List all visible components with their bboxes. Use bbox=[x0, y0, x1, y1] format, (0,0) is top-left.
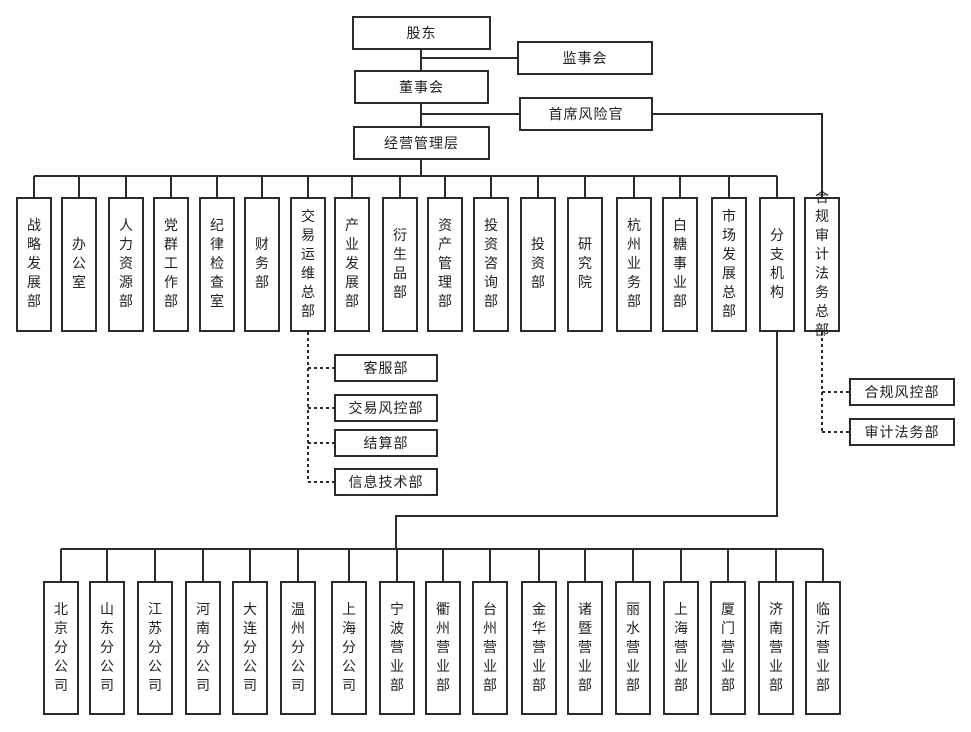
department-box: 财务部 bbox=[244, 197, 280, 332]
trading-ops-subunit-box: 结算部 bbox=[334, 429, 438, 457]
department-box: 战略发展部 bbox=[16, 197, 52, 332]
compliance-subunit-box: 合规风控部 bbox=[849, 378, 955, 406]
branch-box: 上海营业部 bbox=[663, 581, 699, 715]
branch-box: 厦门营业部 bbox=[710, 581, 746, 715]
department-box: 投资部 bbox=[520, 197, 556, 332]
branch-box: 金华营业部 bbox=[521, 581, 557, 715]
trading-ops-subunit-box: 客服部 bbox=[334, 354, 438, 382]
department-box: 分支机构 bbox=[759, 197, 795, 332]
supervisory-board-box: 监事会 bbox=[517, 41, 653, 75]
department-box: 纪律检查室 bbox=[199, 197, 235, 332]
compliance-subunit-box: 审计法务部 bbox=[849, 418, 955, 446]
department-box: 合规审计法务总部 bbox=[804, 190, 840, 339]
department-box: 杭州业务部 bbox=[616, 197, 652, 332]
department-box: 交易运维总部 bbox=[290, 197, 326, 332]
branch-box: 大连分公司 bbox=[232, 581, 268, 715]
department-box: 市场发展总部 bbox=[711, 197, 747, 332]
department-box: 党群工作部 bbox=[153, 197, 189, 332]
trading-ops-subunit-box: 信息技术部 bbox=[334, 468, 438, 496]
line-branch-network-to-bus bbox=[395, 332, 778, 549]
board-of-directors-box: 董事会 bbox=[354, 70, 489, 104]
chief-risk-officer-box: 首席风险官 bbox=[519, 97, 653, 131]
branch-box: 北京分公司 bbox=[43, 581, 79, 715]
branch-box: 丽水营业部 bbox=[615, 581, 651, 715]
branch-box: 上海分公司 bbox=[331, 581, 367, 715]
department-box: 人力资源部 bbox=[108, 197, 144, 332]
management-box: 经营管理层 bbox=[353, 126, 490, 160]
department-box: 资产管理部 bbox=[427, 197, 463, 332]
trading-ops-subunit-box: 交易风控部 bbox=[334, 394, 438, 422]
branch-box: 台州营业部 bbox=[472, 581, 508, 715]
department-box: 投资咨询部 bbox=[473, 197, 509, 332]
line-cro-to-compliance bbox=[653, 113, 823, 197]
branch-box: 温州分公司 bbox=[280, 581, 316, 715]
branch-box: 山东分公司 bbox=[89, 581, 125, 715]
branch-box: 宁波营业部 bbox=[379, 581, 415, 715]
department-box: 研究院 bbox=[567, 197, 603, 332]
branch-box: 临沂营业部 bbox=[805, 581, 841, 715]
shareholders-box: 股东 bbox=[352, 16, 491, 50]
branch-box: 诸暨营业部 bbox=[567, 581, 603, 715]
branch-box: 衢州营业部 bbox=[425, 581, 461, 715]
department-box: 白糖事业部 bbox=[662, 197, 698, 332]
department-box: 衍生品部 bbox=[382, 197, 418, 332]
branch-box: 济南营业部 bbox=[758, 581, 794, 715]
department-box: 产业发展部 bbox=[334, 197, 370, 332]
department-box: 办公室 bbox=[61, 197, 97, 332]
branch-box: 河南分公司 bbox=[185, 581, 221, 715]
branch-box: 江苏分公司 bbox=[137, 581, 173, 715]
